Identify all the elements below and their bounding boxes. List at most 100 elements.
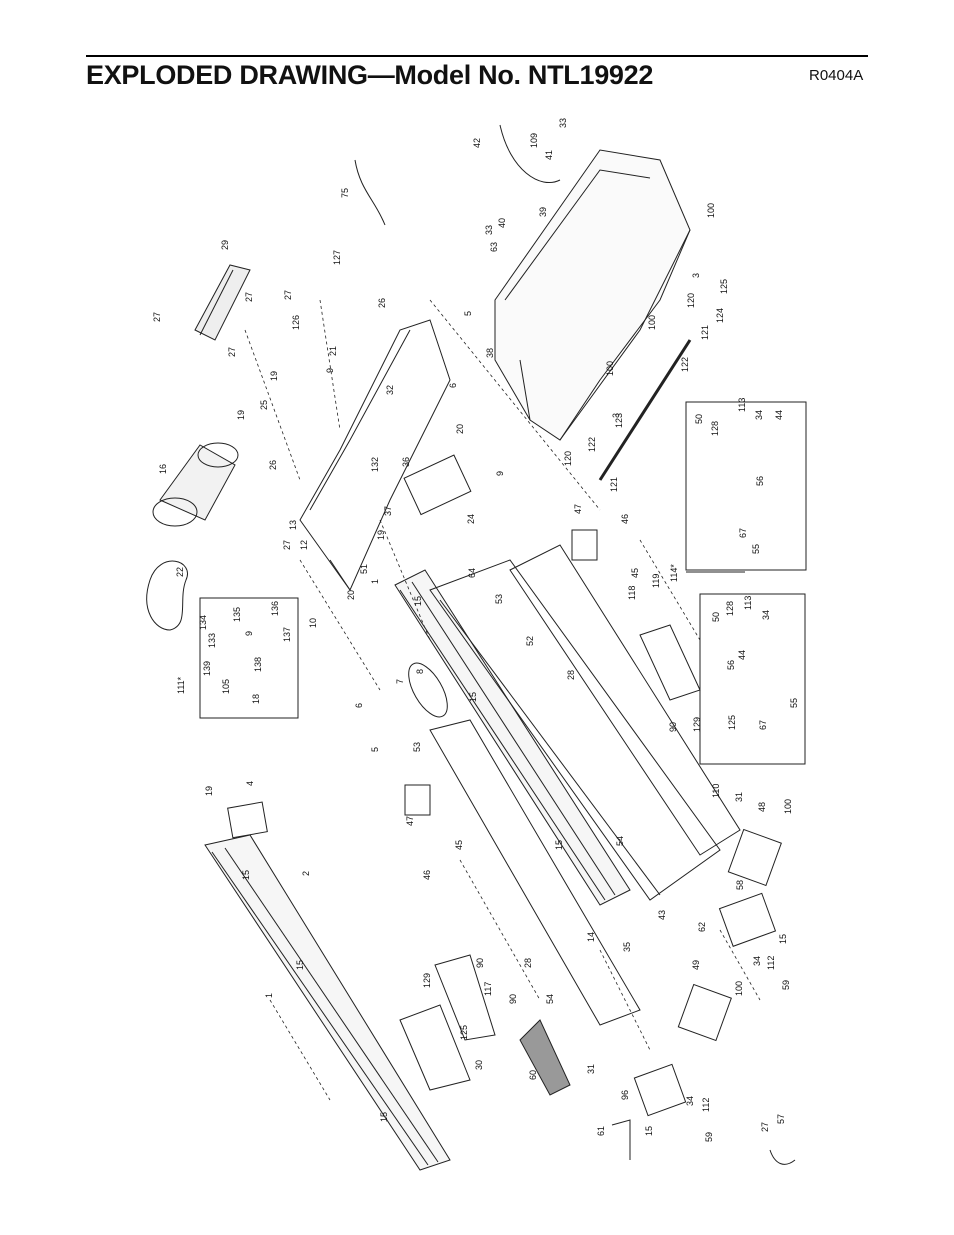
part-callout: 126 (291, 315, 301, 330)
part-callout: 27 (227, 347, 237, 357)
part-callout: 34 (752, 956, 762, 966)
inset-114-box (685, 401, 807, 571)
part-callout: 57 (776, 1114, 786, 1124)
part-callout: 27 (760, 1122, 770, 1132)
part-callout: 20 (346, 590, 356, 600)
part-callout: 61 (596, 1126, 606, 1136)
part-callout: 96 (620, 1090, 630, 1100)
rear-feet (633, 828, 782, 1117)
part-callout: 35 (622, 942, 632, 952)
part-callout: 44 (774, 410, 784, 420)
part-callout: 90 (508, 994, 518, 1004)
part-callout: 63 (489, 242, 499, 252)
part-callout: 41 (544, 150, 554, 160)
part-callout: 132 (370, 457, 380, 472)
inset-114b-box (699, 593, 806, 765)
part-callout: 15 (468, 692, 478, 702)
part-callout: 105 (221, 679, 231, 694)
part-callout: 128 (725, 601, 735, 616)
part-callout: 47 (405, 816, 415, 826)
part-callout: 120 (563, 451, 573, 466)
part-callout: 67 (758, 720, 768, 730)
part-callout: 6 (354, 703, 364, 708)
part-callout: 25 (259, 400, 269, 410)
rail-guide-3 (639, 624, 701, 701)
part-callout: 2 (301, 871, 311, 876)
part-callout: 9 (325, 368, 335, 373)
part-callout: 100 (734, 981, 744, 996)
part-callout: 125 (719, 279, 729, 294)
part-callout: 15 (554, 840, 564, 850)
part-callout: 112 (701, 1098, 711, 1112)
part-callout: 3 (611, 413, 621, 418)
part-callout: 27 (152, 312, 162, 322)
part-callout: 18 (251, 694, 261, 704)
part-callout: 1 (264, 993, 274, 998)
part-callout: 128 (710, 421, 720, 436)
part-callout: 56 (755, 476, 765, 486)
part-callout: 137 (282, 627, 292, 642)
caster-bracket (227, 801, 268, 839)
part-callout: 30 (474, 1060, 484, 1070)
part-callout: 19 (236, 410, 246, 420)
incline-frame-bracket (404, 784, 431, 816)
part-callout: 59 (781, 980, 791, 990)
drawing-reference-code: R0404A (809, 67, 864, 84)
part-callout: 5 (463, 311, 473, 316)
part-callout: 118 (627, 586, 637, 600)
part-callout: 138 (253, 657, 263, 672)
part-callout: 19 (204, 786, 214, 796)
part-callout: 114* (669, 564, 679, 582)
part-callout: 29 (220, 240, 230, 250)
part-callout: 26 (377, 298, 387, 308)
part-callout: 50 (694, 414, 704, 424)
part-callout: 120 (686, 293, 696, 308)
front-roller (408, 662, 448, 718)
wire-harness (354, 159, 386, 226)
part-callout: 124 (715, 308, 725, 323)
part-callout: 53 (412, 742, 422, 752)
walking-deck (429, 559, 721, 901)
part-callout: 13 (288, 520, 298, 530)
part-callout: 15 (241, 870, 251, 880)
leveling-foot (769, 1149, 796, 1165)
part-callout: 1 (370, 579, 380, 584)
part-callout: 27 (244, 292, 254, 302)
part-callout: 135 (232, 607, 242, 622)
part-callout: 117 (483, 982, 493, 996)
part-callout: 21 (328, 346, 338, 356)
part-callout: 31 (734, 792, 744, 802)
part-callout: 62 (697, 922, 707, 932)
part-callout: 121 (700, 325, 710, 340)
part-callout: 136 (270, 601, 280, 616)
motor-hood (494, 149, 691, 441)
part-callout: 75 (340, 188, 350, 198)
motor-bracket (403, 454, 472, 516)
part-callout: 110 (711, 784, 721, 798)
part-callout: 28 (523, 958, 533, 968)
part-callout: 125 (459, 1025, 469, 1040)
part-callout: 50 (711, 612, 721, 622)
part-callout: 24 (466, 514, 476, 524)
part-callout: 40 (497, 218, 507, 228)
part-callout: 34 (685, 1096, 695, 1106)
part-callout: 3 (691, 273, 701, 278)
part-callout: 46 (422, 870, 432, 880)
part-callout: 139 (202, 661, 212, 676)
page-title: EXPLODED DRAWING—Model No. NTL19922 (86, 60, 654, 90)
part-callout: 26 (268, 460, 278, 470)
part-callout: 60 (528, 1070, 538, 1080)
part-callout: 122 (680, 357, 690, 372)
latch-lever (611, 1119, 631, 1160)
part-callout: 54 (545, 994, 555, 1004)
part-callout: 109 (529, 133, 539, 148)
part-callout: 27 (283, 290, 293, 300)
part-callout: 47 (573, 504, 583, 514)
part-callout: 111* (176, 676, 186, 694)
inset-111-box (199, 597, 299, 719)
part-callout: 129 (422, 973, 432, 988)
part-callout: 6 (448, 383, 458, 388)
part-callout: 12 (299, 540, 309, 550)
part-callout: 52 (525, 636, 535, 646)
